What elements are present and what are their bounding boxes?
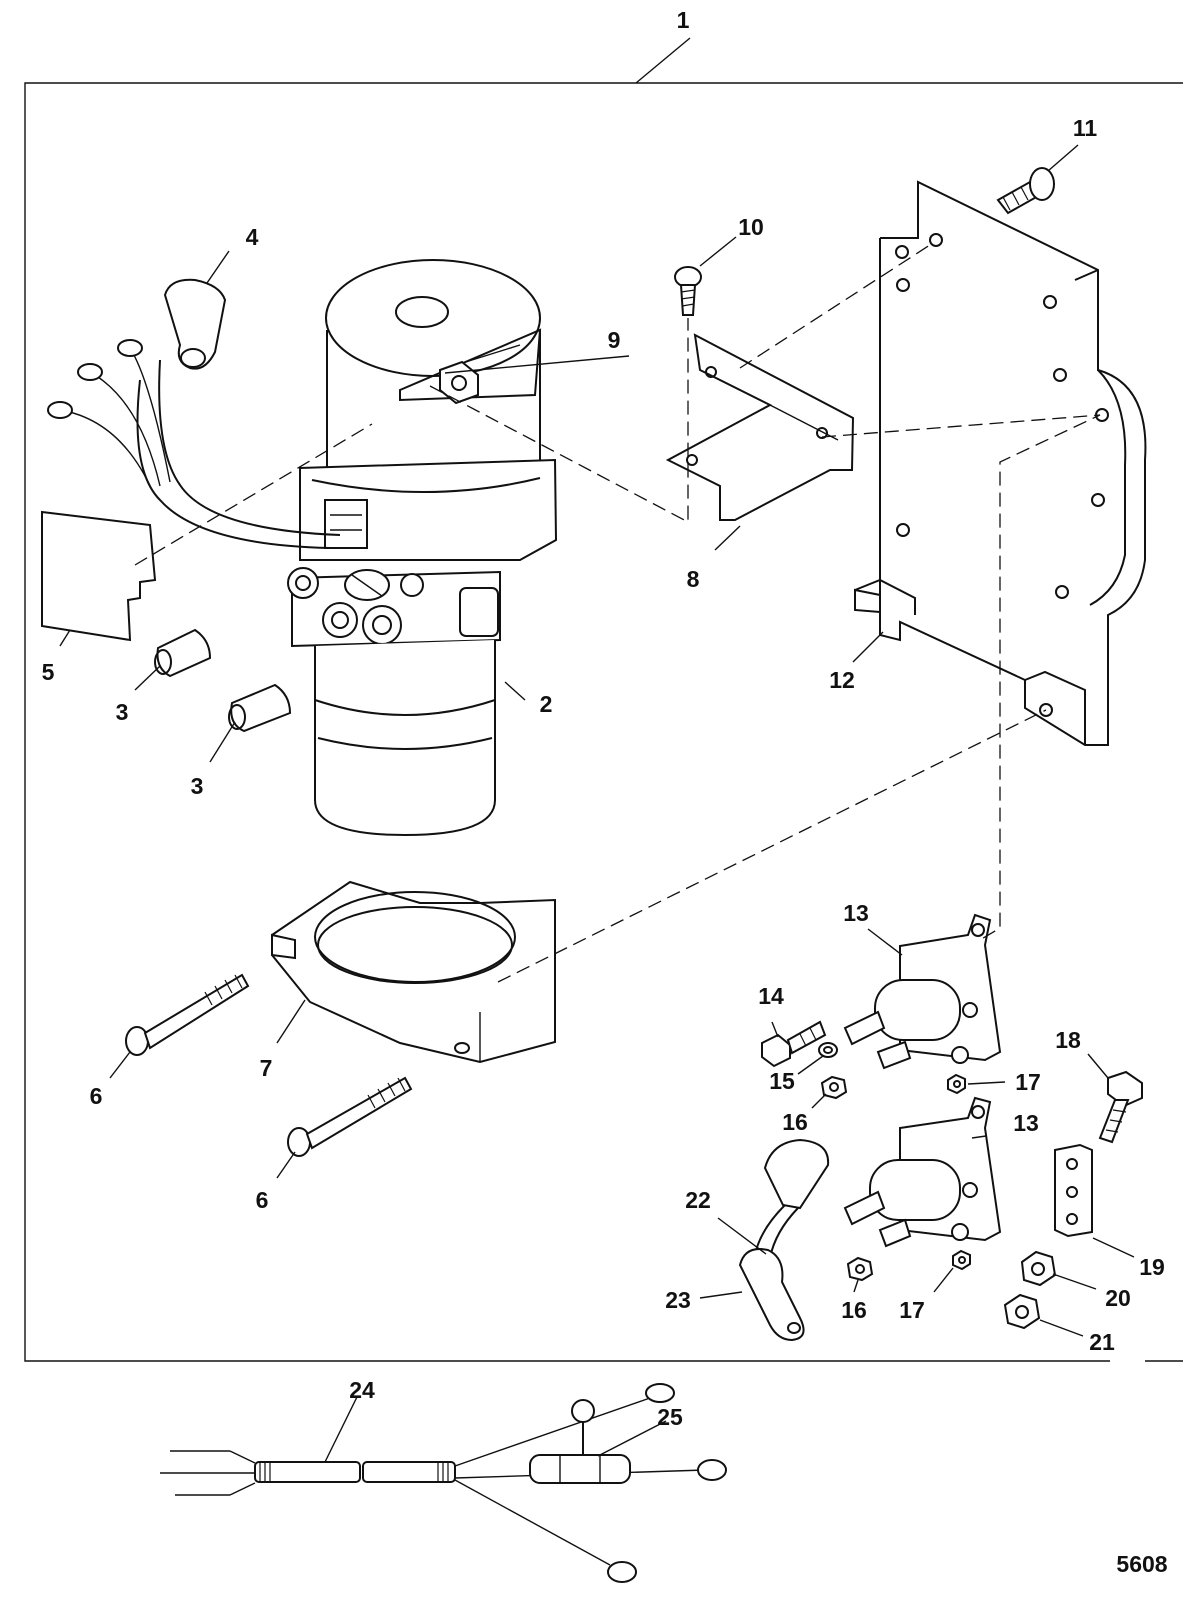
screw-18[interactable] [1098,1070,1143,1144]
callout-16-lower: 16 [841,1297,867,1323]
nut-16-upper[interactable] [820,1075,848,1100]
fitting-lower[interactable] [228,683,292,733]
callout-25: 25 [657,1404,683,1430]
nut-20[interactable] [1020,1250,1057,1287]
callout-12: 12 [829,667,855,693]
strap-19[interactable] [1054,1143,1093,1238]
callout-9: 9 [608,327,621,353]
screw-14[interactable] [761,1020,827,1068]
clamp-ring[interactable] [271,880,556,1064]
callout-17-lower: 17 [899,1297,925,1323]
mounting-bracket[interactable] [665,333,855,521]
callout-21: 21 [1089,1329,1115,1355]
callout-13-lower: 13 [1013,1110,1039,1136]
callout-6-upper: 6 [90,1083,103,1109]
wiring-harness[interactable] [160,1383,727,1583]
bolt-6-lower[interactable] [287,1076,413,1157]
callout-3-lower: 3 [191,773,204,799]
pump-motor-assembly[interactable] [47,259,558,837]
leader-lines [59,144,1135,1463]
nut-17-upper[interactable] [947,1073,966,1095]
figure-id: 5608 [1116,1551,1167,1577]
nut-21[interactable] [1003,1293,1041,1330]
callout-2: 2 [540,691,553,717]
callout-7: 7 [260,1055,273,1081]
decal-pad[interactable] [41,510,157,642]
screw-10[interactable] [674,266,702,316]
callout-labels: 1 2 3 3 4 5 6 6 7 8 9 10 11 12 13 13 14 … [42,7,1168,1577]
callout-5: 5 [42,659,55,685]
battery-lead[interactable] [738,1138,830,1342]
solenoid-lower[interactable] [843,1096,1002,1248]
bolt-6-upper[interactable] [125,973,250,1056]
assembly-frame [24,37,1183,1362]
callout-18: 18 [1055,1027,1081,1053]
callout-4: 4 [246,224,259,250]
fitting-upper[interactable] [154,628,212,678]
callout-17-upper: 17 [1015,1069,1041,1095]
callout-23: 23 [665,1287,691,1313]
callout-24: 24 [349,1377,375,1403]
screw-11[interactable] [996,167,1055,215]
callout-3-upper: 3 [116,699,129,725]
callout-1: 1 [677,7,690,33]
callout-10: 10 [738,214,764,240]
callout-11: 11 [1073,115,1098,141]
callout-14: 14 [758,983,784,1009]
callout-22: 22 [685,1187,711,1213]
callout-19: 19 [1139,1254,1165,1280]
nut-16-lower[interactable] [846,1256,874,1282]
callout-16-upper: 16 [782,1109,808,1135]
nut-17-lower[interactable] [952,1249,971,1271]
callout-15: 15 [769,1068,795,1094]
callout-20: 20 [1105,1285,1131,1311]
washer-15[interactable] [818,1042,838,1058]
solenoid-upper[interactable] [843,913,1002,1070]
callout-8: 8 [687,566,700,592]
callout-6-lower: 6 [256,1187,269,1213]
callout-13-upper: 13 [843,900,869,926]
alignment-lines [134,242,1101,983]
terminal-boot[interactable] [163,278,227,370]
